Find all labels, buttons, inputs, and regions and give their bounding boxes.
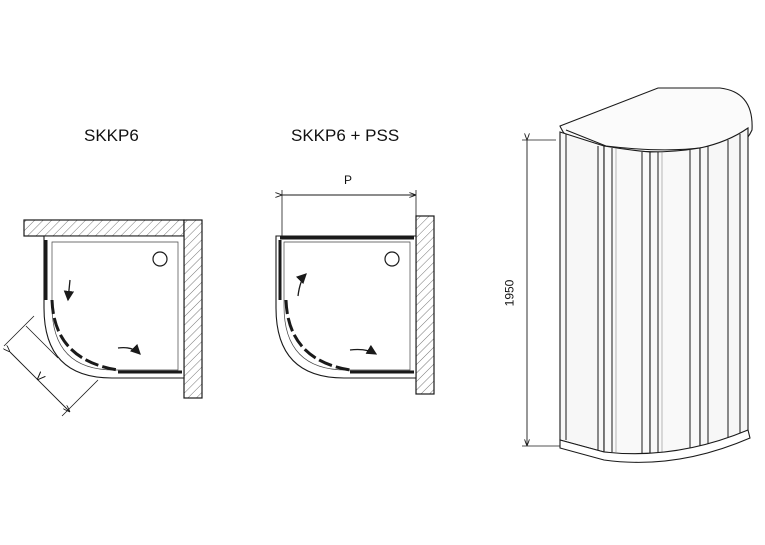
left-top-wall — [23, 219, 185, 237]
left-drain — [152, 251, 168, 267]
middle-open-arrow-2 — [349, 344, 378, 355]
left-plan-view — [4, 219, 203, 417]
middle-open-arrow-1 — [295, 273, 307, 297]
middle-panel-title: SKKP6 + PSS — [291, 126, 400, 145]
right-fixed-panel-left — [559, 131, 605, 453]
left-panel-title: SKKP6 — [84, 126, 139, 145]
left-open-arrow-2 — [117, 343, 141, 355]
middle-right-wall — [415, 215, 435, 395]
right-sliding-door-1 — [603, 145, 651, 457]
right-fixed-panel-right — [699, 126, 749, 453]
left-sliding-door — [50, 299, 119, 372]
left-open-arrow-1 — [63, 279, 75, 302]
left-right-wall — [183, 219, 203, 399]
middle-dimension-p-label: P — [344, 173, 353, 187]
left-dim-ext-2 — [61, 379, 99, 417]
middle-shower-tray — [275, 235, 417, 379]
middle-plan-view — [275, 190, 435, 395]
middle-sliding-door — [284, 299, 351, 372]
right-height-label: 1950 — [502, 279, 517, 307]
right-base-tray — [559, 429, 751, 463]
middle-drain — [384, 251, 400, 267]
left-dim-v-line — [10, 352, 70, 412]
right-perspective-view — [522, 87, 753, 463]
